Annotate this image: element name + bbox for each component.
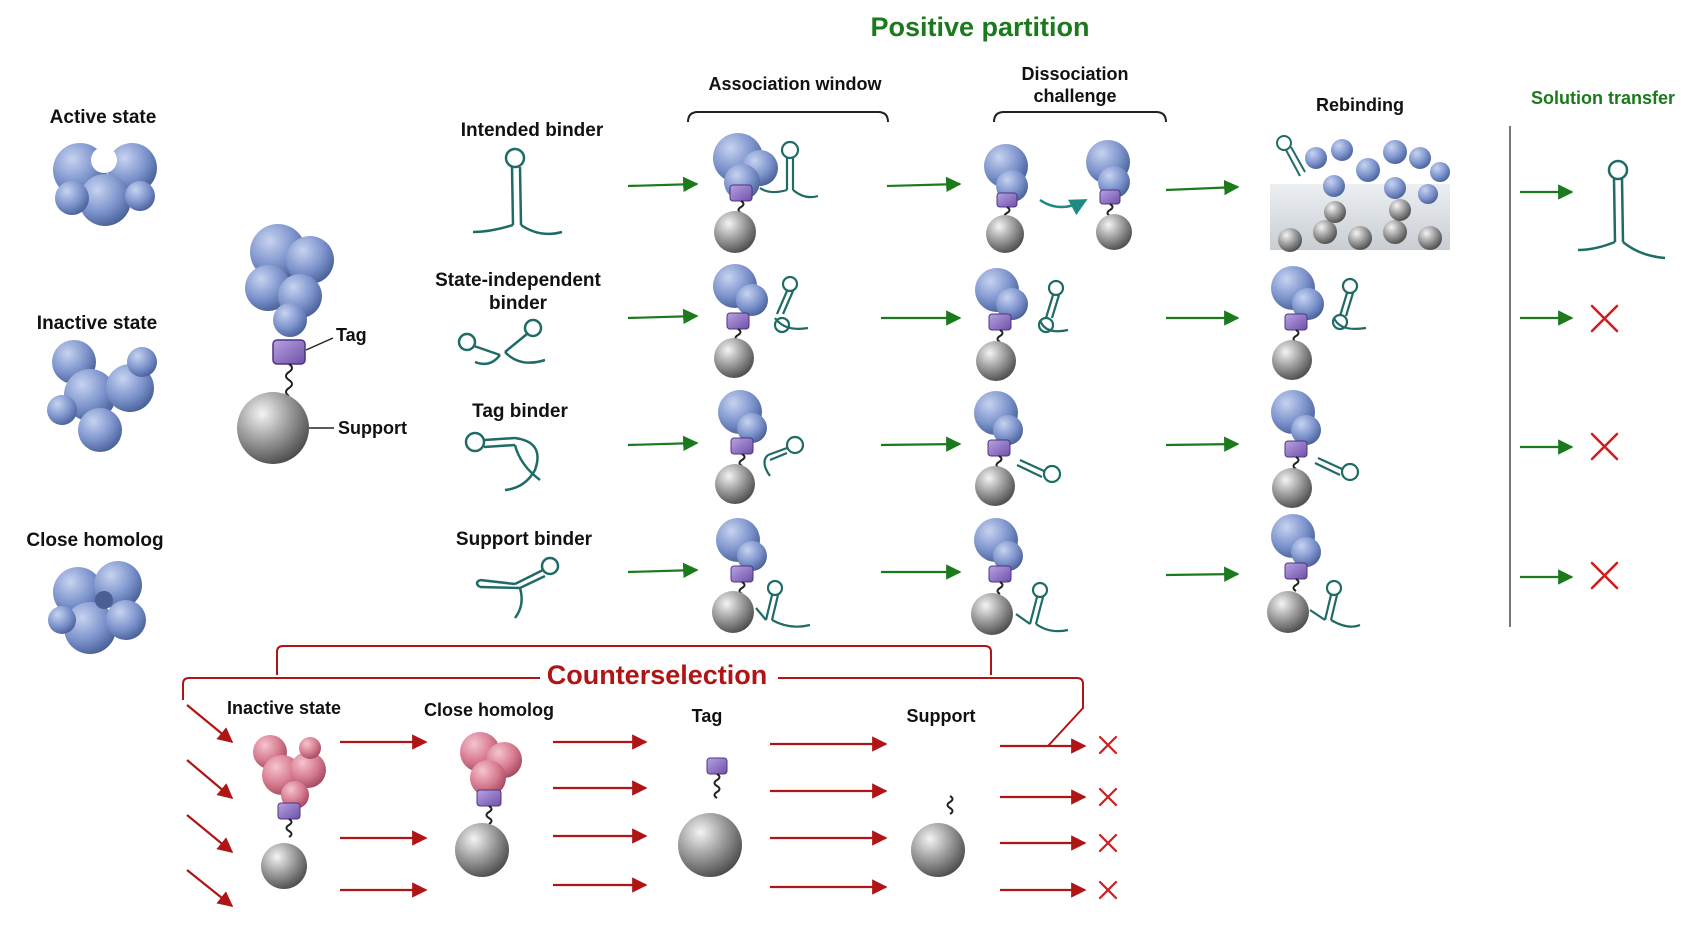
counter-arrows (186, 704, 1087, 907)
construct-linker (285, 363, 293, 397)
row1-solution-aptamer (1577, 159, 1666, 260)
row4-dissociation-complex (971, 518, 1069, 635)
counter-tag-construct (678, 757, 742, 877)
construct-support-bead (237, 392, 309, 464)
solution-rejections (1590, 304, 1619, 590)
counter-support-construct (911, 795, 965, 877)
rebinding-label: Rebinding (1316, 95, 1404, 115)
tag-label: Tag (336, 325, 367, 345)
tag-binder-label: Tag binder (472, 401, 568, 422)
arrow-r2-1 (627, 308, 699, 325)
state-independent-aptamer (457, 318, 546, 366)
cs-in-2 (186, 759, 234, 799)
positive-partition-title: Positive partition (870, 12, 1089, 42)
arrow-r1-2 (886, 176, 962, 193)
association-window-bracket (687, 111, 889, 123)
active-state-label: Active state (50, 107, 157, 128)
construct-tag (272, 339, 306, 365)
row1-rebinding-surface (1270, 135, 1450, 252)
row1-association-complex (713, 133, 819, 253)
row2-dissociation-complex (975, 268, 1069, 381)
support-label: Support (338, 418, 407, 438)
row3-dissociation-complex (974, 391, 1062, 506)
cs-reject-2 (1098, 787, 1118, 807)
cs-reject-3 (1098, 833, 1118, 853)
row2-association-complex (713, 264, 809, 378)
cs-reject-1 (1098, 735, 1118, 755)
dissociation-label-line1: Dissociation (1021, 64, 1128, 84)
counterselection-upper-bracket (276, 645, 992, 675)
active-state-protein (53, 143, 157, 226)
close-homolog-protein (48, 561, 146, 654)
row2-rebinding-complex (1271, 266, 1367, 380)
support-binder-aptamer (475, 556, 560, 619)
positive-arrows (627, 176, 1574, 585)
intended-binder-label: Intended binder (461, 120, 604, 141)
row1-dissociation-transfer-arrow (1039, 198, 1088, 216)
reject-x-row4 (1590, 561, 1619, 590)
arrow-r3-1 (627, 435, 699, 452)
tag-callout-line (305, 337, 334, 351)
row3-rebinding-complex (1271, 390, 1360, 508)
counterselection-lower-bracket-right (778, 677, 1084, 747)
association-window-label: Association window (708, 74, 882, 94)
cs-in-4 (186, 869, 234, 907)
state-independent-label-line1: State-independent (435, 270, 601, 291)
solution-transfer-label: Solution transfer (1531, 88, 1675, 108)
tag-binder-aptamer (464, 431, 541, 492)
row3-association-complex (715, 390, 805, 504)
dissociation-label-line2: challenge (1033, 86, 1116, 106)
counterselection-lower-bracket-left (182, 677, 540, 700)
counter-inactive-construct (253, 735, 326, 889)
reject-x-row2 (1590, 304, 1619, 333)
row4-association-complex (712, 518, 811, 633)
inactive-state-label: Inactive state (37, 313, 157, 334)
arrow-r3-2 (880, 436, 962, 452)
reject-x-row3 (1590, 432, 1619, 461)
counter-tag-label: Tag (692, 706, 723, 726)
inactive-state-protein (47, 340, 157, 452)
row4-rebinding-complex (1267, 514, 1361, 633)
state-independent-label-line2: binder (489, 293, 548, 314)
counter-inactive-label: Inactive state (227, 698, 341, 718)
cs-in-1 (186, 704, 234, 743)
counter-rejections (1098, 735, 1118, 900)
row1-dissociation-complex-right (1086, 140, 1132, 250)
cs-in-3 (186, 814, 234, 853)
close-homolog-label: Close homolog (26, 530, 163, 551)
arrow-r1-3 (1165, 179, 1240, 196)
arrow-r4-3 (1165, 566, 1240, 582)
immobilized-target-construct (237, 224, 334, 464)
counter-support-label: Support (907, 706, 976, 726)
row1-dissociation-complex-left (984, 144, 1028, 253)
arrow-r4-1 (627, 562, 699, 579)
intended-binder-aptamer (472, 147, 563, 236)
support-binder-label: Support binder (456, 529, 593, 550)
counter-homolog-label: Close homolog (424, 700, 554, 720)
cs-reject-4 (1098, 880, 1118, 900)
arrow-r3-3 (1165, 436, 1240, 452)
dissociation-bracket (993, 111, 1167, 123)
arrow-r1-1 (627, 176, 699, 193)
counter-homolog-construct (455, 732, 522, 877)
counterselection-title: Counterselection (547, 660, 768, 690)
